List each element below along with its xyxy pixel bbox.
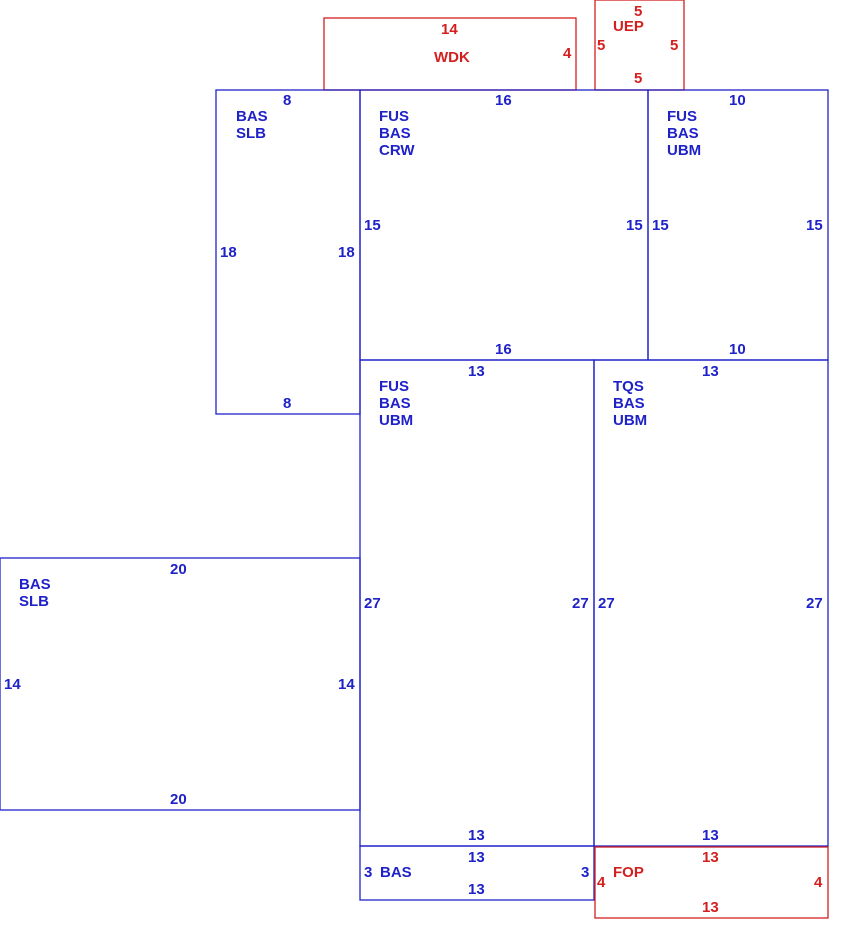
bas-slb-top-bottom-dimension: 8 — [283, 395, 291, 412]
wdk-right-dimension: 4 — [563, 45, 572, 62]
fop-left-dimension: 4 — [597, 874, 606, 891]
fus-bas-ubm-top-code-2: BAS — [667, 125, 699, 142]
fus-bas-crw-left-dimension: 15 — [364, 217, 381, 234]
fus-bas-crw-code-3: CRW — [379, 142, 415, 159]
tqs-bas-ubm-code-2: BAS — [613, 395, 645, 412]
fop-outline — [594, 846, 829, 919]
area-fus-bas-crw: FUS BAS CRW 16 15 15 16 — [359, 89, 649, 361]
bas-slb-top-code-2: SLB — [236, 125, 266, 142]
uep-top-dimension: 5 — [634, 3, 642, 20]
uep-bottom-dimension: 5 — [634, 70, 642, 87]
bas-slb-top-right-dimension: 18 — [338, 244, 355, 261]
fus-bas-ubm-mid-code-1: FUS — [379, 378, 409, 395]
fop-top-dimension: 13 — [702, 849, 719, 866]
bas-strip-code: BAS — [380, 864, 412, 881]
area-bas-slb-left: BAS SLB 20 14 14 20 — [0, 557, 361, 811]
fus-bas-ubm-mid-left-dimension: 27 — [364, 595, 381, 612]
bas-slb-left-right-dimension: 14 — [338, 676, 355, 693]
tqs-bas-ubm-code-3: UBM — [613, 412, 647, 429]
area-tqs-bas-ubm: TQS BAS UBM 13 27 27 13 — [593, 359, 829, 847]
fus-bas-ubm-mid-outline — [359, 359, 595, 847]
bas-slb-left-code-1: BAS — [19, 576, 51, 593]
area-wdk: WDK 14 4 — [323, 17, 577, 91]
bas-slb-left-outline — [0, 557, 361, 811]
tqs-bas-ubm-left-dimension: 27 — [598, 595, 615, 612]
area-uep: UEP 5 5 5 5 — [594, 0, 685, 91]
fus-bas-crw-right-dimension: 15 — [626, 217, 643, 234]
fus-bas-ubm-top-top-dimension: 10 — [729, 92, 746, 109]
area-fop: FOP 13 4 4 13 — [594, 846, 829, 919]
fus-bas-ubm-top-code-1: FUS — [667, 108, 697, 125]
bas-strip-left-dimension: 3 — [364, 864, 372, 881]
fus-bas-ubm-mid-right-dimension: 27 — [572, 595, 589, 612]
fus-bas-crw-code-1: FUS — [379, 108, 409, 125]
fus-bas-crw-code-2: BAS — [379, 125, 411, 142]
fus-bas-ubm-top-left-dimension: 15 — [652, 217, 669, 234]
tqs-bas-ubm-code-1: TQS — [613, 378, 644, 395]
fus-bas-ubm-mid-bottom-dimension: 13 — [468, 827, 485, 844]
uep-right-dimension: 5 — [670, 37, 678, 54]
bas-strip-bottom-dimension: 13 — [468, 881, 485, 898]
bas-strip-outline — [359, 845, 595, 901]
uep-left-dimension: 5 — [597, 37, 605, 54]
fop-code: FOP — [613, 864, 644, 881]
fop-bottom-dimension: 13 — [702, 899, 719, 916]
area-fus-bas-ubm-top: FUS BAS UBM 10 15 15 10 — [647, 89, 829, 361]
tqs-bas-ubm-outline — [593, 359, 829, 847]
fus-bas-ubm-mid-code-3: UBM — [379, 412, 413, 429]
bas-slb-top-top-dimension: 8 — [283, 92, 291, 109]
bas-slb-left-left-dimension: 14 — [4, 676, 21, 693]
fop-right-dimension: 4 — [814, 874, 823, 891]
fus-bas-ubm-top-code-3: UBM — [667, 142, 701, 159]
fus-bas-ubm-mid-code-2: BAS — [379, 395, 411, 412]
wdk-code: WDK — [434, 49, 470, 66]
fus-bas-crw-top-dimension: 16 — [495, 92, 512, 109]
area-bas-strip: BAS 13 3 3 13 — [359, 845, 595, 901]
fus-bas-ubm-mid-top-dimension: 13 — [468, 363, 485, 380]
fus-bas-crw-bottom-dimension: 16 — [495, 341, 512, 358]
bas-slb-left-code-2: SLB — [19, 593, 49, 610]
fus-bas-ubm-top-right-dimension: 15 — [806, 217, 823, 234]
bas-strip-top-dimension: 13 — [468, 849, 485, 866]
bas-slb-left-top-dimension: 20 — [170, 561, 187, 578]
bas-slb-top-code-1: BAS — [236, 108, 268, 125]
fus-bas-ubm-top-bottom-dimension: 10 — [729, 341, 746, 358]
wdk-top-dimension: 14 — [441, 21, 458, 38]
uep-code: UEP — [613, 18, 644, 35]
bas-slb-left-bottom-dimension: 20 — [170, 791, 187, 808]
area-fus-bas-ubm-mid: FUS BAS UBM 13 27 27 13 — [359, 359, 595, 847]
tqs-bas-ubm-top-dimension: 13 — [702, 363, 719, 380]
tqs-bas-ubm-right-dimension: 27 — [806, 595, 823, 612]
bas-strip-right-dimension: 3 — [581, 864, 589, 881]
bas-slb-top-left-dimension: 18 — [220, 244, 237, 261]
tqs-bas-ubm-bottom-dimension: 13 — [702, 827, 719, 844]
area-bas-slb-top: BAS SLB 8 18 18 8 — [215, 89, 361, 415]
